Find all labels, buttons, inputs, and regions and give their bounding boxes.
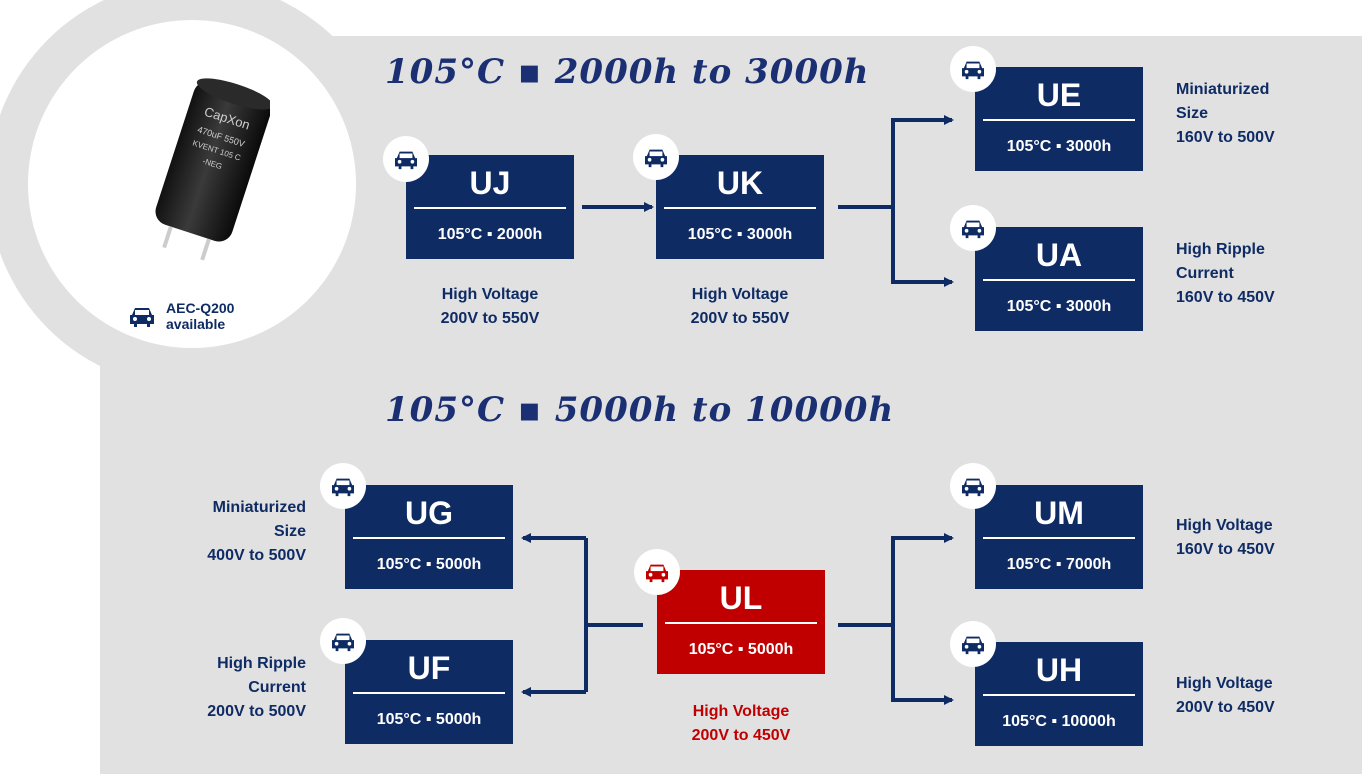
series-spec: 105°C ▪ 10000h	[1002, 713, 1116, 730]
series-code: UH	[1035, 652, 1083, 688]
series-spec: 105°C ▪ 5000h	[688, 641, 794, 658]
divider	[353, 692, 505, 694]
car-icon	[950, 621, 996, 667]
car-icon	[950, 46, 996, 92]
car-icon	[320, 463, 366, 509]
series-box-uh[interactable]: UH 105°C ▪ 10000h	[975, 642, 1143, 746]
series-box-uj[interactable]: UJ 105°C ▪ 2000h	[406, 155, 574, 259]
series-spec: 105°C ▪ 7000h	[1006, 556, 1112, 573]
series-box-uk[interactable]: UK 105°C ▪ 3000h	[656, 155, 824, 259]
divider	[983, 119, 1135, 121]
divider	[983, 694, 1135, 696]
heading-2000-3000h: 105°C ▪ 2000h to 3000h	[385, 52, 870, 92]
series-spec: 105°C ▪ 3000h	[687, 226, 793, 243]
car-icon	[320, 618, 366, 664]
car-icon	[633, 134, 679, 180]
series-box-ue[interactable]: UE 105°C ▪ 3000h	[975, 67, 1143, 171]
car-icon	[950, 463, 996, 509]
series-spec: 105°C ▪ 2000h	[437, 226, 543, 243]
car-icon	[634, 549, 680, 595]
divider	[983, 279, 1135, 281]
series-code: UJ	[469, 165, 511, 201]
heading-5000-10000h: 105°C ▪ 5000h to 10000h	[385, 390, 895, 430]
car-icon	[383, 136, 429, 182]
series-code: UL	[719, 580, 763, 616]
divider	[983, 537, 1135, 539]
capacitor-image: CapXon 470uF 550V KVENT 105 C -NEG	[155, 78, 270, 261]
aec-line-1: AEC-Q200	[166, 300, 235, 316]
car-icon	[950, 205, 996, 251]
aec-line-2: available	[166, 316, 226, 332]
photo-frame: CapXon 470uF 550V KVENT 105 C -NEG	[28, 20, 356, 348]
divider	[414, 207, 566, 209]
series-spec: 105°C ▪ 5000h	[376, 556, 482, 573]
series-box-um[interactable]: UM 105°C ▪ 7000h	[975, 485, 1143, 589]
aec-note: AEC-Q200 available	[128, 300, 234, 332]
series-code: UA	[1035, 237, 1083, 273]
car-icon	[130, 308, 154, 327]
series-code: UE	[1036, 77, 1082, 113]
series-box-uf[interactable]: UF 105°C ▪ 5000h	[345, 640, 513, 744]
series-code: UM	[1034, 495, 1084, 531]
series-code: UF	[407, 650, 451, 686]
series-spec: 105°C ▪ 3000h	[1006, 298, 1112, 315]
series-box-ug[interactable]: UG 105°C ▪ 5000h	[345, 485, 513, 589]
series-spec: 105°C ▪ 5000h	[376, 711, 482, 728]
series-spec: 105°C ▪ 3000h	[1006, 138, 1112, 155]
series-code: UK	[716, 165, 764, 201]
series-box-ua[interactable]: UA 105°C ▪ 3000h	[975, 227, 1143, 331]
series-box-ul[interactable]: UL 105°C ▪ 5000h	[657, 570, 825, 674]
divider	[664, 207, 816, 209]
series-code: UG	[405, 495, 453, 531]
divider	[353, 537, 505, 539]
divider	[665, 622, 817, 624]
